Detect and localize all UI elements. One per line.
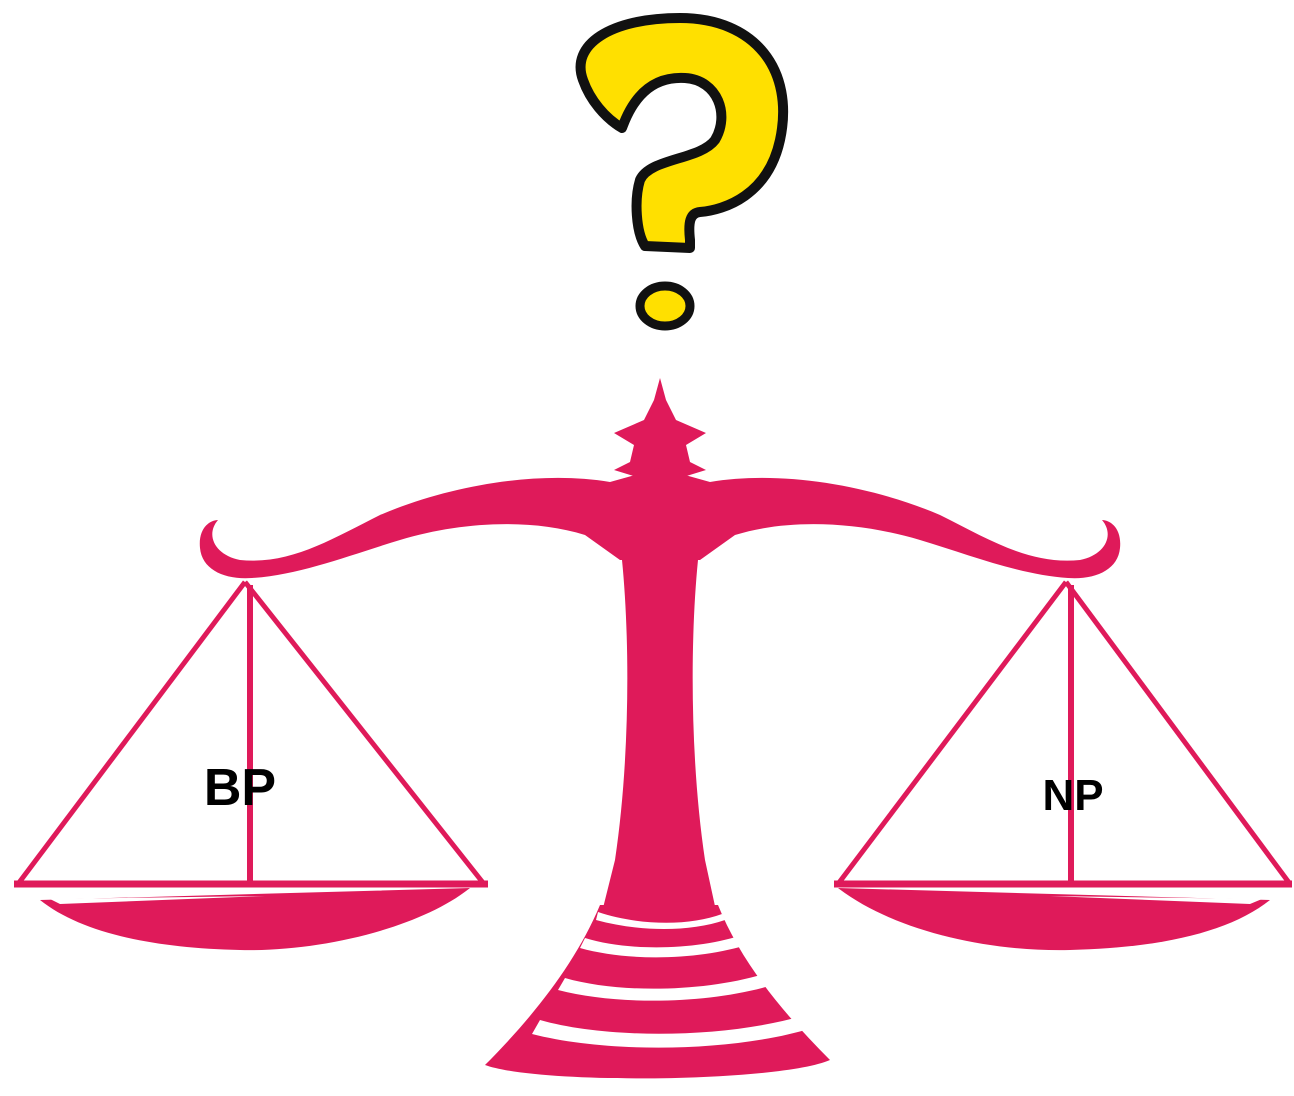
question-mark-dot: [640, 286, 690, 326]
left-pan-string-left: [18, 582, 245, 884]
right-pan-string-right: [1066, 582, 1290, 884]
left-pan: BP: [14, 582, 488, 950]
scale-stem: [600, 560, 718, 920]
scale-finial: [614, 378, 706, 478]
right-pan: NP: [834, 582, 1292, 950]
question-mark-icon: [581, 18, 784, 326]
left-pan-string-right: [245, 582, 484, 884]
question-mark-hook: [581, 18, 784, 248]
right-pan-bowl: [838, 888, 1270, 950]
left-pan-label: BP: [204, 759, 276, 817]
right-pan-label: NP: [1042, 771, 1103, 820]
balance-scale-icon: BP NP: [14, 378, 1292, 1078]
left-pan-bowl: [40, 888, 470, 950]
right-pan-string-left: [838, 582, 1066, 884]
